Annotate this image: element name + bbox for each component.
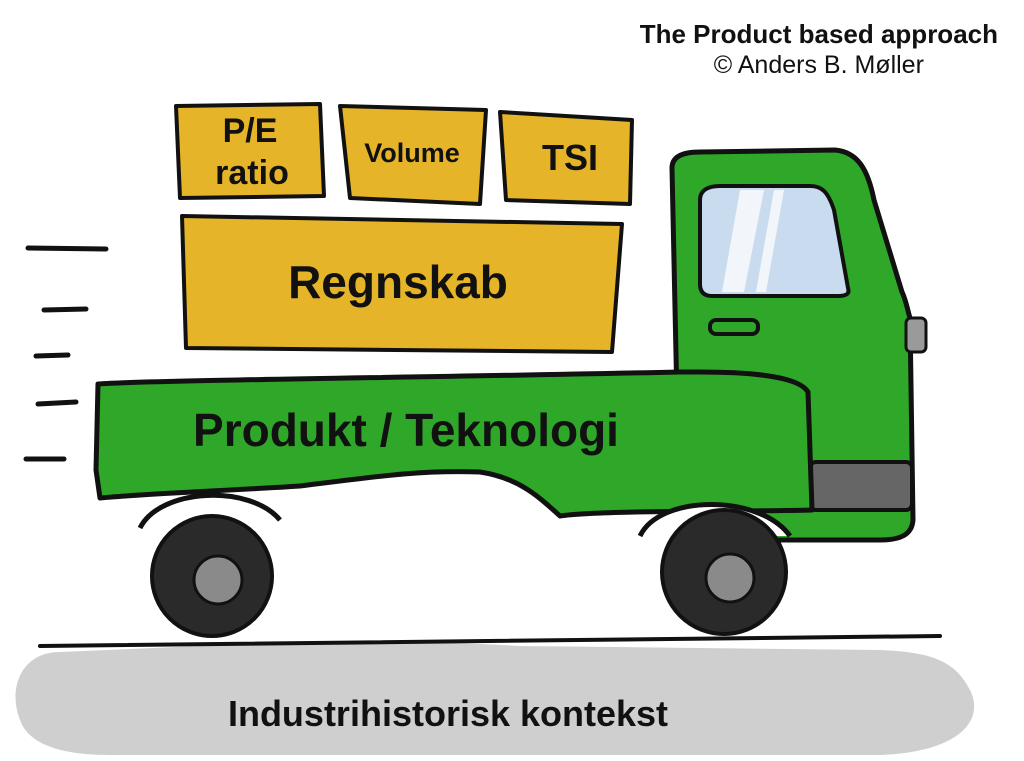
- truck-body-label: Produkt / Teknologi: [193, 404, 619, 456]
- road-line: [38, 634, 942, 648]
- diagram-title: The Product based approach: [639, 19, 998, 49]
- cargo-box-tsi: TSI: [498, 110, 634, 206]
- pe-ratio-label-line1: P/E: [223, 112, 278, 150]
- regnskab-label: Regnskab: [288, 256, 508, 308]
- side-mirror: [904, 316, 928, 354]
- rear-wheel-arch: [137, 492, 282, 530]
- rear-bumper: [808, 460, 914, 512]
- volume-label: Volume: [364, 138, 460, 168]
- cargo-box-regnskab: Regnskab: [180, 214, 624, 354]
- door-handle: [708, 318, 760, 336]
- truck-bed: [93, 369, 815, 519]
- tsi-label: TSI: [542, 137, 598, 178]
- front-wheel: [660, 508, 788, 636]
- cargo-box-pe-ratio: P/E ratio: [174, 102, 326, 200]
- ground-context-shape: [15, 641, 975, 756]
- ground-context-label: Industrihistorisk kontekst: [228, 693, 668, 734]
- cargo-box-volume: Volume: [338, 104, 488, 206]
- rear-wheel: [150, 514, 274, 638]
- window-glare-2: [756, 190, 784, 292]
- speed-lines: [23, 245, 109, 462]
- diagram-heading: The Product based approach © Anders B. M…: [640, 18, 998, 80]
- window-glare: [722, 190, 764, 292]
- pe-ratio-label-line2: ratio: [215, 154, 289, 192]
- copyright-credit: © Anders B. Møller: [713, 51, 924, 79]
